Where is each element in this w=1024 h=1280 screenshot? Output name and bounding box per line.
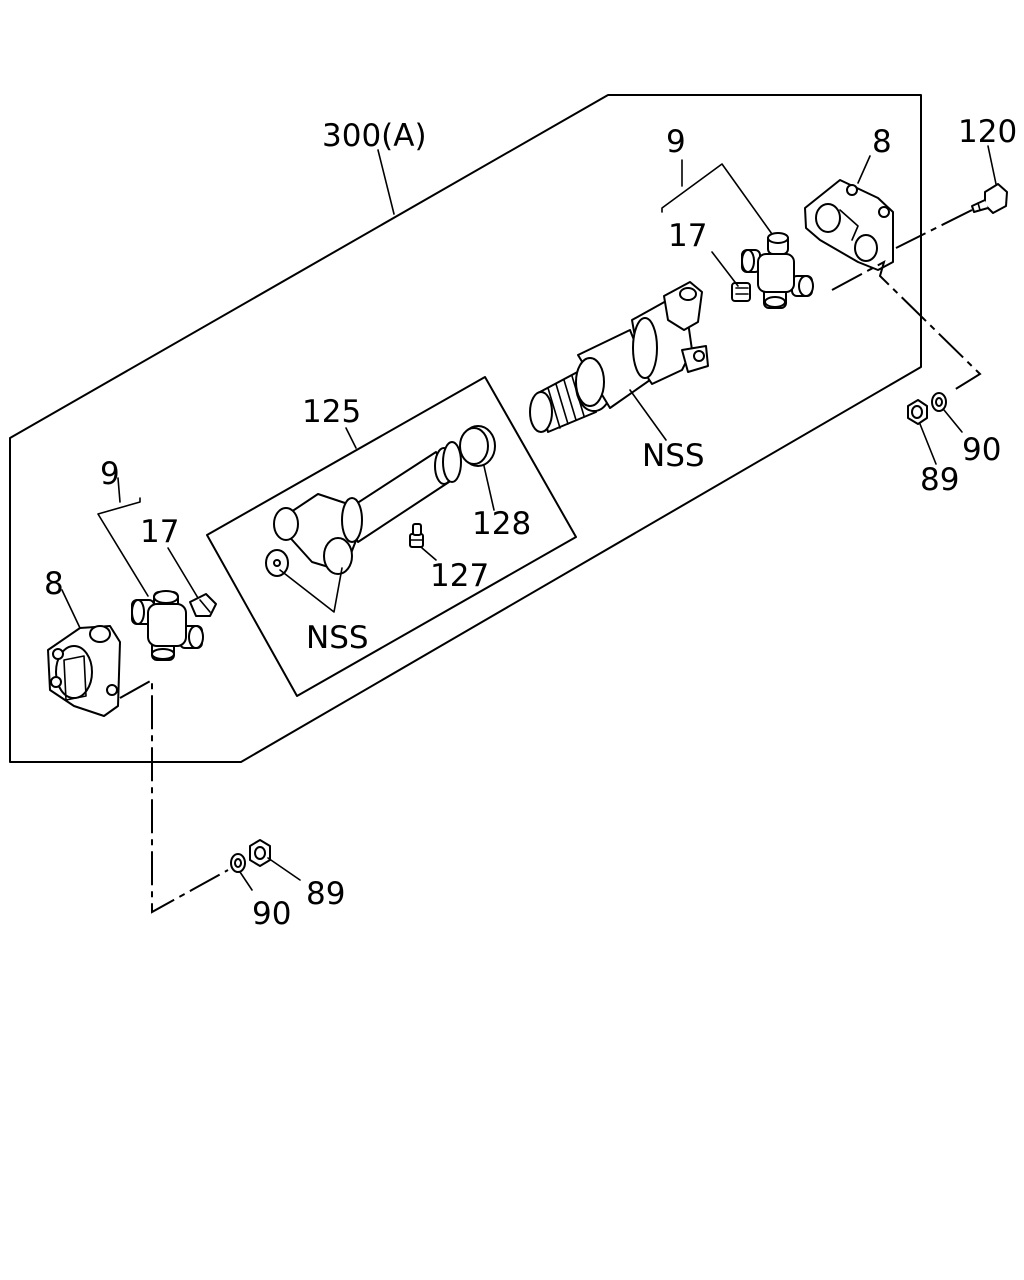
callout-nut-right: 89: [920, 462, 959, 498]
callout-flange-right: 8: [872, 124, 892, 160]
nut-left: [249, 839, 271, 867]
boot-seal: [459, 425, 496, 467]
flange-yoke-right: [804, 179, 894, 271]
universal-joint-cross-left: [131, 590, 204, 661]
leader-lines: [61, 145, 997, 891]
callout-bolt: 120: [958, 114, 1017, 150]
nut-right: [907, 399, 928, 425]
assembly-boundary: [9, 94, 922, 763]
attachment-lines: [119, 209, 982, 914]
callout-yoke-right: 9: [666, 124, 686, 160]
washer-right: [931, 392, 947, 412]
callout-nipple: 127: [430, 558, 489, 594]
callout-washer-left: 90: [252, 896, 291, 932]
callout-nss-right: NSS: [642, 438, 705, 474]
callout-flange-left: 8: [44, 566, 64, 602]
callout-assembly: 300(A): [322, 118, 427, 154]
grease-nipple: [409, 523, 424, 548]
shaft-tube: [273, 441, 462, 575]
grease-fitting-right: [731, 282, 751, 302]
callout-yoke-left: 9: [100, 456, 120, 492]
dust-cap: [265, 549, 289, 577]
callout-washer-right: 90: [962, 432, 1001, 468]
washer-left: [230, 853, 246, 873]
bolt: [971, 183, 1008, 214]
shaft-subassembly-boundary: [206, 376, 577, 697]
callout-grease-right: 17: [668, 218, 707, 254]
callout-grease-left: 17: [140, 514, 179, 550]
callout-shaft: 125: [302, 394, 361, 430]
flange-yoke-left: [47, 625, 121, 717]
grease-fitting-left: [189, 593, 217, 617]
slip-yoke-right: [529, 281, 709, 433]
callout-nut-left: 89: [306, 876, 345, 912]
callout-boot: 128: [472, 506, 531, 542]
callouts: 300(A) 9 8 120 17 NSS 90 89 125 128 127 …: [44, 114, 1017, 932]
callout-nss-left: NSS: [306, 620, 369, 656]
universal-joint-cross-right: [741, 232, 814, 309]
